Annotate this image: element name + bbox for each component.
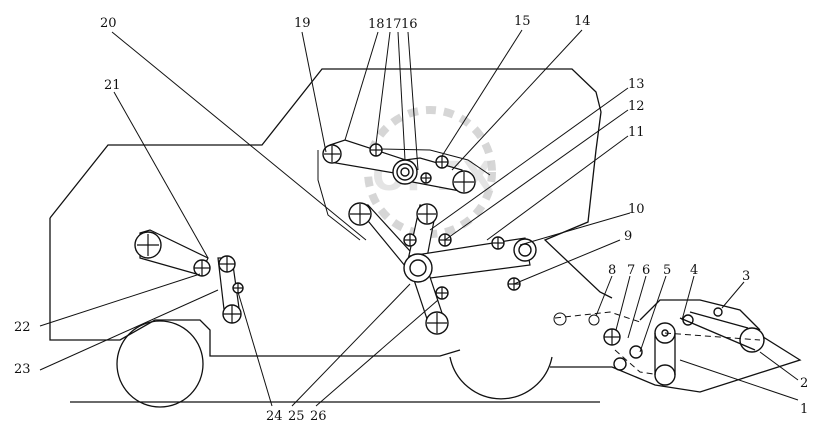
callout-4: 4 [690,263,698,278]
callout-5: 5 [663,263,671,278]
callout-7: 7 [627,263,635,278]
front-wheel [116,320,204,408]
callout-20: 20 [100,16,117,31]
callout-labels: 1 2 3 4 5 6 7 8 9 10 11 12 13 14 15 16 1… [14,14,808,424]
callout-21: 21 [104,78,121,93]
callout-1: 1 [800,402,808,417]
callout-6: 6 [642,263,650,278]
callout-8: 8 [608,263,616,278]
callout-22: 22 [14,320,31,335]
callout-17: 17 [385,17,402,32]
callout-14: 14 [574,14,591,29]
callout-23: 23 [14,362,31,377]
callout-26: 26 [310,409,327,424]
body-outline [49,68,613,299]
leader-lines [39,29,799,407]
callout-18: 18 [368,17,385,32]
callout-12: 12 [628,99,645,114]
callout-13: 13 [628,77,645,92]
callout-19: 19 [294,16,311,31]
callout-24: 24 [266,409,283,424]
lower-frame [49,218,802,393]
callout-9: 9 [624,229,632,244]
callout-2: 2 [800,376,808,391]
callout-3: 3 [742,269,750,284]
rear-wheel [449,356,553,400]
callout-10: 10 [628,202,645,217]
callout-11: 11 [628,125,645,140]
callout-16: 16 [401,17,418,32]
pickup-assembly [553,299,765,386]
callout-15: 15 [514,14,531,29]
callout-25: 25 [288,409,305,424]
pulleys [134,143,537,335]
